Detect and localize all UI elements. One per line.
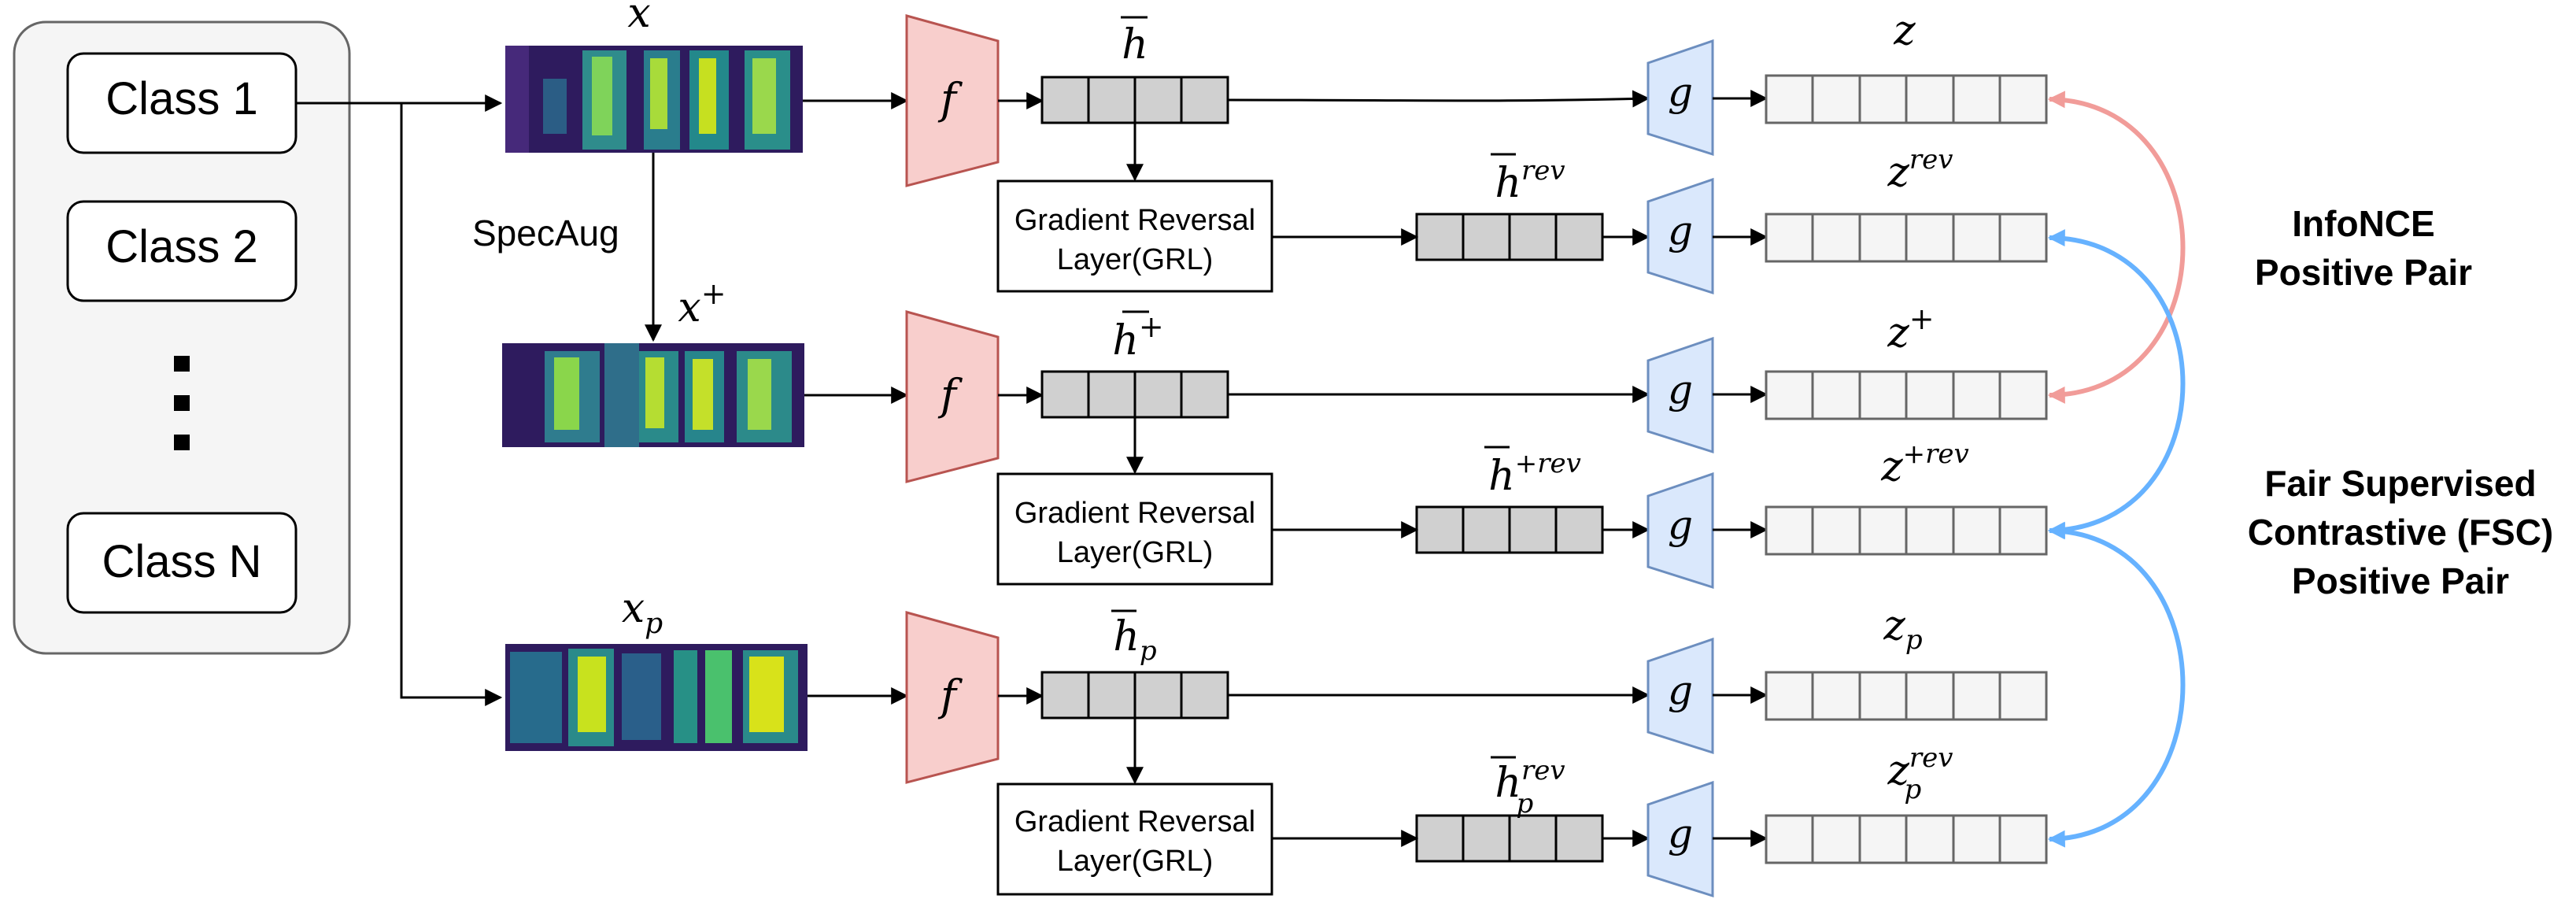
label-z-p: zp <box>1883 602 1922 656</box>
svg-text:Layer(GRL): Layer(GRL) <box>1057 243 1214 276</box>
class-ellipsis <box>174 356 190 450</box>
projector-g-6: g <box>1646 780 1714 898</box>
label-h-bar: h <box>1121 16 1148 68</box>
embedding-vector-z-p <box>1765 671 2048 721</box>
fsc-pair-arrow-upper <box>2047 229 2186 539</box>
feature-vector-h-plus-rev <box>1415 505 1604 554</box>
label-z-plus-rev: z+rev <box>1880 438 1968 490</box>
class-1-label: Class 1 <box>105 73 257 124</box>
label-z: z <box>1893 7 1916 54</box>
embedding-vector-z-p-rev <box>1765 814 2048 864</box>
class-n-label: Class N <box>102 536 261 587</box>
feature-vector-h-plus <box>1040 370 1229 419</box>
svg-text:g: g <box>1668 811 1693 856</box>
class-box-2: Class 2 <box>66 200 298 302</box>
feature-vector-h <box>1040 76 1229 124</box>
svg-text:hrev: hrev <box>1495 155 1565 207</box>
svg-text:g: g <box>1668 69 1693 115</box>
svg-text:Positive Pair: Positive Pair <box>2255 252 2472 293</box>
label-z-plus: z+ <box>1887 302 1934 357</box>
svg-text:g: g <box>1668 367 1693 413</box>
grl-box-1: Gradient Reversal Layer(GRL) <box>996 179 1273 293</box>
svg-text:h: h <box>1122 21 1148 68</box>
projector-g-3: g <box>1646 336 1714 454</box>
encoder-to-feature-arrows <box>998 92 1044 705</box>
grl-box-2: Gradient Reversal Layer(GRL) <box>996 472 1273 586</box>
infonce-pair-arrow <box>2047 91 2186 404</box>
svg-text:Fair Supervised: Fair Supervised <box>2264 463 2536 504</box>
feature-vector-h-rev <box>1415 213 1604 261</box>
infonce-legend: InfoNCE Positive Pair <box>2255 203 2472 293</box>
label-x-plus: x+ <box>678 276 726 331</box>
svg-text:Layer(GRL): Layer(GRL) <box>1057 845 1214 878</box>
label-h-bar-p: hp <box>1111 609 1157 667</box>
spectrogram-x-p <box>505 644 808 751</box>
svg-text:h+rev: h+rev <box>1488 448 1581 500</box>
grl-to-feature-arrows <box>1272 228 1419 847</box>
spectrogram-x-plus <box>502 343 804 447</box>
svg-text:Gradient Reversal: Gradient Reversal <box>1015 204 1255 237</box>
svg-text:Gradient Reversal: Gradient Reversal <box>1015 497 1255 530</box>
embedding-vector-z-rev <box>1765 213 2048 263</box>
class-panel <box>13 20 351 655</box>
projector-g-4: g <box>1646 472 1714 590</box>
embedding-vector-z <box>1765 74 2048 124</box>
projector-g-2: g <box>1646 177 1714 295</box>
embedding-vector-z-plus <box>1765 370 2048 420</box>
label-x-p: xp <box>622 585 663 640</box>
label-z-rev: zrev <box>1887 144 1953 196</box>
class-connectors <box>296 94 503 706</box>
label-x: x <box>627 0 650 37</box>
svg-text:Contrastive (FSC): Contrastive (FSC) <box>2248 512 2553 553</box>
encoder-f-1: f <box>905 14 1000 187</box>
spectrogram-x <box>505 46 803 153</box>
svg-text:g: g <box>1668 208 1693 253</box>
projector-to-embedding-arrows <box>1713 90 1768 847</box>
grl-box-3: Gradient Reversal Layer(GRL) <box>996 782 1273 896</box>
spec-to-encoder-arrows <box>803 92 909 705</box>
label-h-bar-plus-rev: h+rev <box>1484 446 1581 500</box>
projector-g-1: g <box>1646 39 1714 157</box>
specaug-label: SpecAug <box>472 213 619 253</box>
projector-g-5: g <box>1646 637 1714 755</box>
feature-vector-h-p <box>1040 671 1229 720</box>
svg-text:Layer(GRL): Layer(GRL) <box>1057 536 1214 569</box>
class-box-n: Class N <box>66 512 298 614</box>
label-h-bar-plus: h+ <box>1112 309 1163 364</box>
svg-text:Gradient Reversal: Gradient Reversal <box>1015 805 1255 838</box>
svg-text:Positive Pair: Positive Pair <box>2292 560 2509 601</box>
svg-text:g: g <box>1668 668 1693 713</box>
encoder-f-3: f <box>905 611 1000 784</box>
svg-text:hp: hp <box>1113 613 1156 667</box>
svg-text:g: g <box>1668 502 1693 548</box>
fsc-legend: Fair Supervised Contrastive (FSC) Positi… <box>2248 463 2553 601</box>
svg-text:h+: h+ <box>1112 309 1163 364</box>
label-h-bar-rev: hrev <box>1491 153 1565 207</box>
embedding-vector-z-plus-rev <box>1765 505 2048 556</box>
feature-vector-h-p-rev <box>1415 814 1604 863</box>
feature-to-projector-arrows <box>1227 90 1650 847</box>
class-2-label: Class 2 <box>105 221 257 272</box>
encoder-f-2: f <box>905 310 1000 483</box>
svg-text:InfoNCE: InfoNCE <box>2292 203 2434 244</box>
class-box-1: Class 1 <box>66 52 298 154</box>
fsc-pair-arrow-lower <box>2047 522 2186 848</box>
